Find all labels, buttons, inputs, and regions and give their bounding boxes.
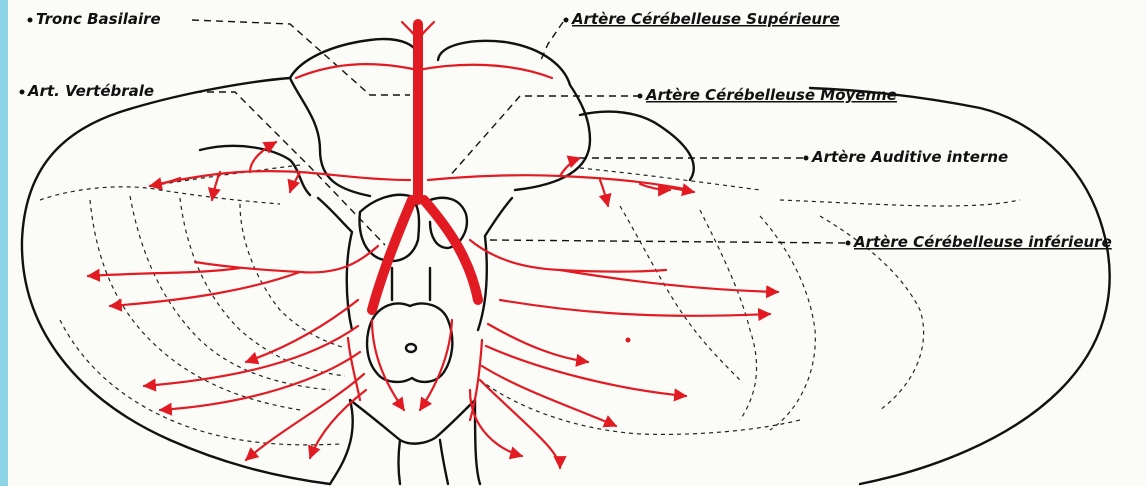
central-canal bbox=[406, 344, 416, 352]
superior-cerebellar-right bbox=[418, 65, 552, 78]
inferior-cerebellar-right bbox=[470, 240, 666, 272]
leader-lines bbox=[192, 20, 845, 245]
cerebellum-outline bbox=[22, 78, 1110, 484]
vertebral-artery-right bbox=[424, 200, 478, 300]
labels: Tronc Basilaire Art. Vertébrale Artère C… bbox=[20, 10, 1112, 251]
superior-cerebellar-left bbox=[296, 64, 418, 78]
middle-peduncle-outline bbox=[200, 112, 694, 195]
middle-cerebellar-left bbox=[150, 171, 410, 186]
anatomy-outline bbox=[22, 39, 1110, 484]
medulla-outline bbox=[318, 195, 512, 330]
lower-medulla-outline bbox=[330, 268, 480, 484]
spinal-cord-outline bbox=[367, 304, 452, 382]
pons-outline bbox=[290, 39, 590, 196]
label-artere-cerebelleuse-inferieure: Artère Cérébelleuse inférieure bbox=[853, 233, 1112, 251]
label-art-vertebrale: Art. Vertébrale bbox=[27, 82, 154, 100]
label-tronc-basilaire: Tronc Basilaire bbox=[36, 10, 161, 28]
label-artere-auditive-interne: Artère Auditive interne bbox=[811, 148, 1008, 166]
label-artere-cerebelleuse-moyenne: Artère Cérébelleuse Moyenne bbox=[645, 86, 897, 104]
label-artere-cerebelleuse-superieure: Artère Cérébelleuse Supérieure bbox=[571, 10, 840, 28]
inferior-cerebellar-left bbox=[195, 246, 378, 272]
